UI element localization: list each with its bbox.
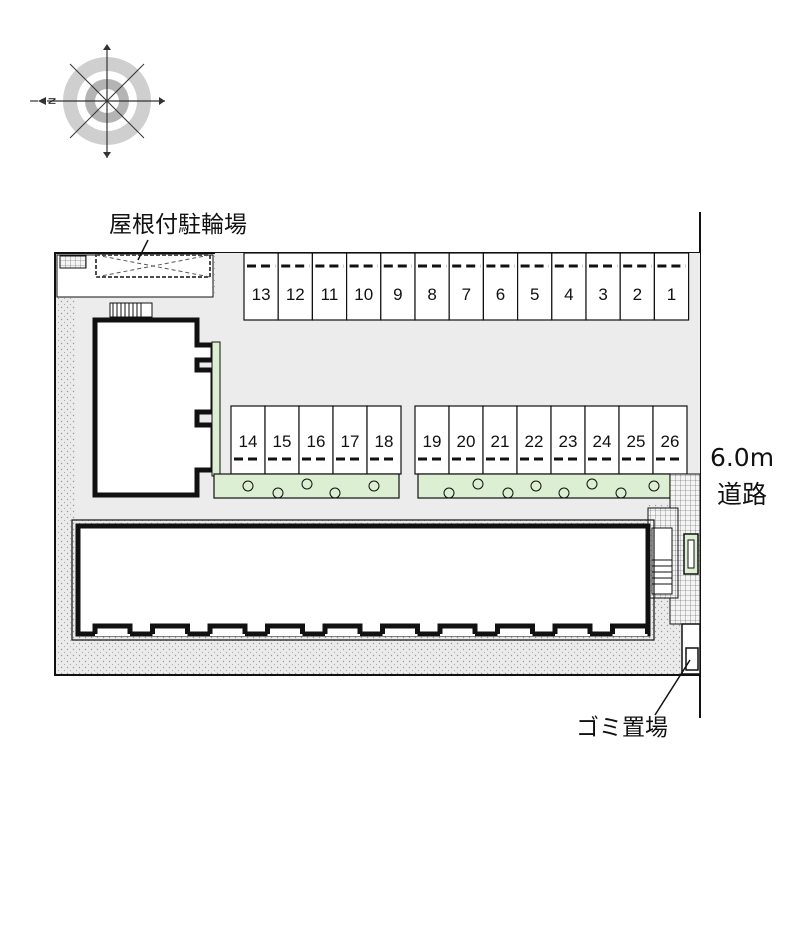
garbage-label: ゴミ置場 [576,715,668,741]
parking-stall-number: 13 [252,285,271,304]
garbage-leader [654,659,691,716]
road-width-label: 6.0m [710,443,774,472]
planting-strip-right [417,473,671,499]
planting-strip-vertical [211,341,221,477]
bicycle-parking [95,254,211,278]
parking-stall-number: 1 [667,285,676,304]
parking-stall: 16 [298,405,334,475]
parking-stall-number: 9 [393,285,402,304]
parking-stall: 17 [332,405,368,475]
parking-stall-number: 12 [286,285,305,304]
parking-stall: 2 [619,252,656,321]
parking-stall-number: 2 [633,285,642,304]
parking-stall-number: 3 [598,285,607,304]
parking-stall: 21 [482,405,518,475]
parking-stall: 14 [230,405,266,475]
garbage-box-icon [685,647,699,671]
parking-stall: 24 [584,405,620,475]
parking-stall: 15 [264,405,300,475]
parking-stall-number: 8 [427,285,436,304]
parking-stall-number: 6 [496,285,505,304]
parking-stall-number: 17 [341,432,360,451]
meter-box-icon [59,255,87,269]
road-label: 道路 [717,480,767,509]
parking-stall-number: 4 [564,285,573,304]
parking-bottom-right: 19 20 21 22 23 24 25 26 [414,405,688,475]
building-small [92,302,216,498]
parking-stall-number: 23 [559,432,578,451]
parking-stall: 8 [414,252,450,321]
parking-stall: 6 [482,252,519,321]
parking-stall: 20 [448,405,484,475]
parking-stall-number: 7 [462,285,471,304]
parking-stall-number: 19 [423,432,442,451]
parking-stall-number: 24 [593,432,612,451]
parking-stall: 1 [653,252,690,321]
planter-inner [687,539,695,569]
parking-stall: 9 [380,252,416,321]
parking-stall-number: 16 [307,432,326,451]
parking-stall: 7 [448,252,485,321]
parking-stall-number: 26 [661,432,680,451]
bicycle-parking-label: 屋根付駐輪場 [109,212,247,238]
parking-stall: 10 [346,252,382,321]
parking-stall-number: 11 [321,285,339,304]
parking-stall: 25 [618,405,654,475]
parking-stall: 4 [551,252,587,321]
building-main-frame [71,519,655,641]
parking-stall: 18 [366,405,402,475]
parking-stall: 12 [277,252,314,321]
parking-stall-number: 18 [375,432,394,451]
parking-stall-number: 15 [273,432,292,451]
staircase-icon [651,527,673,595]
parking-stall: 11 [311,252,348,321]
parking-stall-number: 20 [457,432,476,451]
parking-stall: 26 [652,405,688,475]
parking-top-row: 13 12 11 10 9 8 7 6 5 4 3 2 1 [243,252,690,321]
planting-strip-left [213,473,400,499]
parking-stall: 22 [516,405,552,475]
parking-stall-number: 21 [491,432,510,451]
parking-stall: 23 [550,405,586,475]
parking-bottom-left: 14 15 16 17 18 [230,405,402,475]
parking-stall-number: 25 [627,432,646,451]
parking-stall: 19 [414,405,450,475]
compass-icon: N [30,44,165,158]
parking-stall: 13 [243,252,279,321]
parking-stall: 3 [585,252,621,321]
parking-stall-number: 5 [530,285,539,304]
parking-stall-number: 14 [239,432,258,451]
parking-stall-number: 22 [525,432,544,451]
building-main [75,523,651,637]
bicycle-parking-leader [137,239,149,261]
compass-north-letter: N [48,97,59,104]
parking-stall: 5 [516,252,553,321]
parking-stall-number: 10 [354,285,373,304]
